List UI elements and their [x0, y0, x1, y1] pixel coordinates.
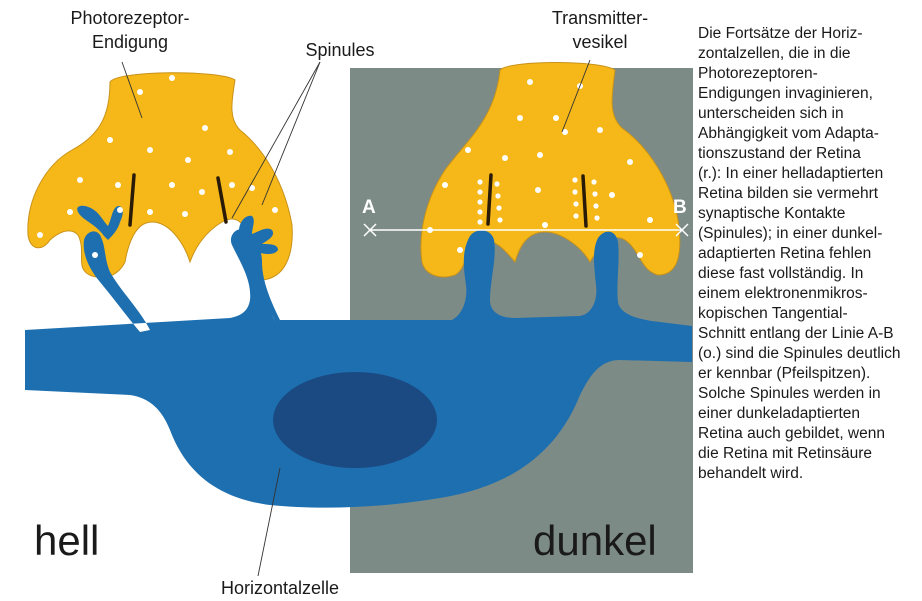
caption-line: Endigungen invaginieren, — [698, 84, 918, 104]
caption-line: Retina auch gebildet, wenn — [698, 424, 918, 444]
caption-line: Die Fortsätze der Horiz- — [698, 24, 918, 44]
horizontal-cell-label: Horizontalzelle — [200, 576, 360, 600]
caption-line: unterscheiden sich in — [698, 104, 918, 124]
caption-line: die Retina mit Retinsäure — [698, 444, 918, 464]
transmitter-label-line1: Transmitter- — [540, 6, 660, 30]
caption-line: (o.) sind die Spinules deutlich — [698, 344, 918, 364]
nucleus — [273, 372, 437, 468]
point-b-label: B — [673, 197, 687, 219]
caption-line: adaptierten Retina fehlen — [698, 244, 918, 264]
light-adapted-label: hell — [34, 518, 99, 564]
caption-line: Abhängigkeit vom Adapta- — [698, 124, 918, 144]
point-a-label: A — [362, 197, 376, 219]
caption-line: kopischen Tangential- — [698, 304, 918, 324]
caption-line: Photorezeptoren- — [698, 64, 918, 84]
dark-adapted-label: dunkel — [533, 518, 657, 564]
photoreceptor-label: Photorezeptor- Endigung — [60, 6, 200, 54]
caption-line: synaptische Kontakte — [698, 204, 918, 224]
transmitter-vesicle-label: Transmitter- vesikel — [540, 6, 660, 54]
spinules-label: Spinules — [295, 38, 385, 62]
caption-line: (Spinules); in einer dunkel- — [698, 224, 918, 244]
caption-line: behandelt wird. — [698, 464, 918, 484]
caption-line: (r.): In einer helladaptierten — [698, 164, 918, 184]
caption-line: einem elektronenmikros- — [698, 284, 918, 304]
transmitter-label-line2: vesikel — [540, 30, 660, 54]
caption-line: tionszustand der Retina — [698, 144, 918, 164]
figure-caption: Die Fortsätze der Horiz-zontalzellen, di… — [698, 24, 918, 484]
caption-line: Retina bilden sie vermehrt — [698, 184, 918, 204]
photoreceptor-label-line1: Photorezeptor- — [60, 6, 200, 30]
caption-line: Solche Spinules werden in — [698, 384, 918, 404]
caption-line: diese fast vollständig. In — [698, 264, 918, 284]
caption-line: einer dunkeladaptierten — [698, 404, 918, 424]
caption-line: zontalzellen, die in die — [698, 44, 918, 64]
caption-line: er kennbar (Pfeilspitzen). — [698, 364, 918, 384]
caption-line: Schnitt entlang der Linie A-B — [698, 324, 918, 344]
photoreceptor-label-line2: Endigung — [60, 30, 200, 54]
